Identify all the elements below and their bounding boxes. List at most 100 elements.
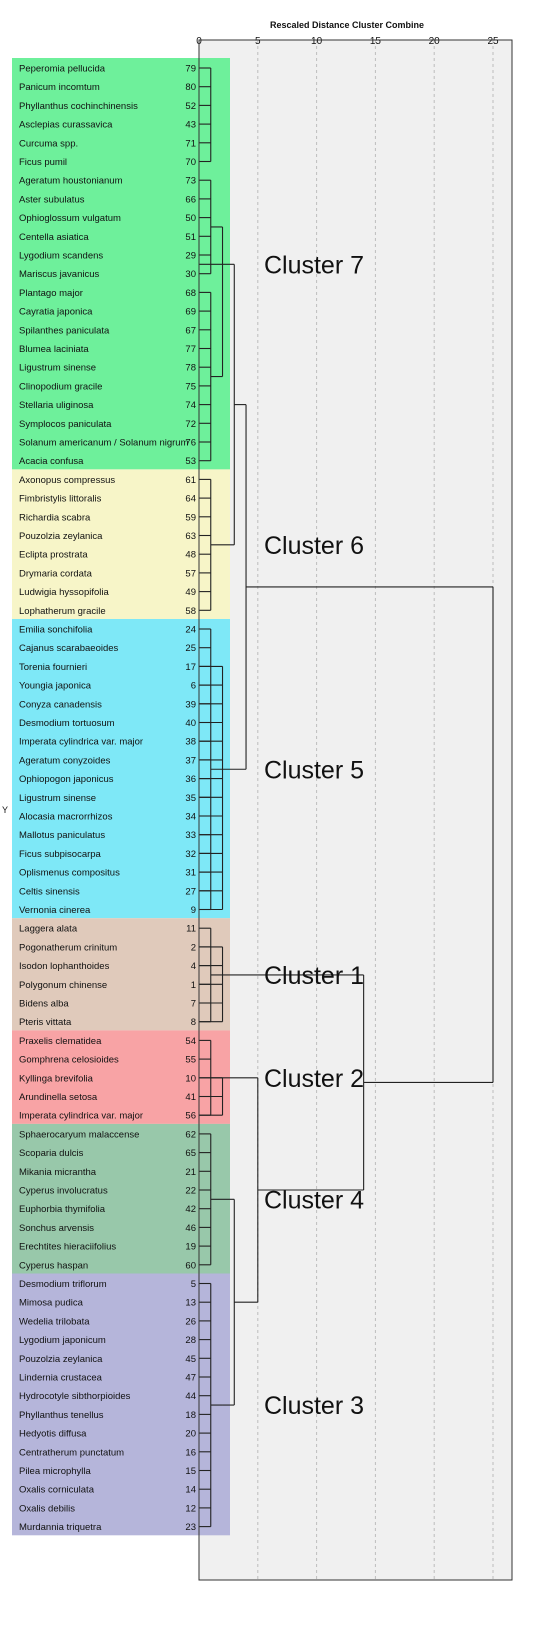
case-number: 2	[191, 942, 196, 953]
case-number: 63	[185, 531, 196, 542]
leaf-label: Phyllanthus tenellus	[19, 1410, 104, 1421]
leaf-label: Isodon lophanthoides	[19, 961, 110, 972]
leaf-label: Lygodium japonicum	[19, 1335, 106, 1346]
case-number: 32	[185, 849, 196, 860]
case-number: 61	[185, 475, 196, 486]
cluster-label: Cluster 6	[264, 532, 364, 560]
x-tick-label: 15	[370, 36, 382, 47]
leaf-label: Plantago major	[19, 288, 83, 299]
leaf-label: Lygodium scandens	[19, 251, 103, 262]
case-number: 36	[185, 774, 196, 785]
case-number: 69	[185, 307, 196, 318]
case-number: 51	[185, 232, 196, 243]
cluster-band	[12, 619, 230, 919]
leaf-label: Richardia scabra	[19, 512, 91, 523]
case-number: 42	[185, 1204, 196, 1215]
leaf-label: Erechtites hieraciifolius	[19, 1242, 116, 1253]
case-number: 49	[185, 587, 196, 598]
leaf-label: Vernonia cinerea	[19, 905, 91, 916]
x-tick-label: 5	[255, 36, 261, 47]
leaf-label: Emilia sonchifolia	[19, 625, 93, 636]
leaf-label: Mimosa pudica	[19, 1298, 84, 1309]
case-number: 72	[185, 419, 196, 430]
leaf-label: Arundinella setosa	[19, 1092, 98, 1103]
case-number: 12	[185, 1503, 196, 1514]
leaf-label: Torenia fournieri	[19, 662, 87, 673]
case-number: 5	[191, 1279, 196, 1290]
leaf-label: Spilanthes paniculata	[19, 325, 110, 336]
case-number: 54	[185, 1036, 196, 1047]
leaf-label: Centella asiatica	[19, 232, 89, 243]
leaf-label: Polygonum chinense	[19, 980, 107, 991]
leaf-label: Panicum incomtum	[19, 82, 100, 93]
leaf-label: Solanum americanum / Solanum nigrum	[19, 438, 189, 449]
leaf-label: Centratherum punctatum	[19, 1447, 124, 1458]
leaf-label: Desmodium triflorum	[19, 1279, 107, 1290]
leaf-label: Mikania micrantha	[19, 1167, 97, 1178]
case-number: 50	[185, 213, 196, 224]
leaf-label: Conyza canadensis	[19, 699, 102, 710]
leaf-label: Drymaria cordata	[19, 568, 93, 579]
leaf-label: Ageratum conyzoides	[19, 755, 111, 766]
case-number: 47	[185, 1373, 196, 1384]
case-number: 40	[185, 718, 196, 729]
case-number: 67	[185, 325, 196, 336]
leaf-label: Axonopus compressus	[19, 475, 115, 486]
cluster-band	[12, 58, 230, 470]
leaf-label: Lophatherum gracile	[19, 606, 106, 617]
case-number: 13	[185, 1298, 196, 1309]
case-number: 34	[185, 812, 196, 823]
case-number: 23	[185, 1522, 196, 1533]
leaf-label: Praxelis clematidea	[19, 1036, 102, 1047]
cluster-label: Cluster 4	[264, 1186, 364, 1214]
leaf-label: Oxalis corniculata	[19, 1485, 95, 1496]
leaf-label: Imperata cylindrica var. major	[19, 737, 143, 748]
case-number: 37	[185, 755, 196, 766]
leaf-label: Pouzolzia zeylanica	[19, 531, 103, 542]
case-number: 76	[185, 438, 196, 449]
leaf-label: Ficus pumil	[19, 157, 67, 168]
leaf-label: Alocasia macrorrhizos	[19, 812, 113, 823]
case-number: 31	[185, 868, 196, 879]
case-number: 60	[185, 1260, 196, 1271]
case-number: 62	[185, 1129, 196, 1140]
cluster-bands	[12, 58, 230, 1536]
case-number: 26	[185, 1316, 196, 1327]
leaf-label: Ophiopogon japonicus	[19, 774, 114, 785]
cluster-band	[12, 469, 230, 619]
case-number: 71	[185, 138, 196, 149]
leaf-label: Blumea laciniata	[19, 344, 89, 355]
x-tick-label: 25	[487, 36, 499, 47]
cluster-label: Cluster 7	[264, 251, 364, 279]
leaf-label: Cajanus scarabaeoides	[19, 643, 119, 654]
case-number: 56	[185, 1111, 196, 1122]
case-number: 24	[185, 625, 196, 636]
leaf-label: Hydrocotyle sibthorpioides	[19, 1391, 131, 1402]
case-number: 41	[185, 1092, 196, 1103]
case-number: 16	[185, 1447, 196, 1458]
case-number: 9	[191, 905, 196, 916]
case-number: 45	[185, 1354, 196, 1365]
chart-title: Rescaled Distance Cluster Combine	[270, 20, 424, 30]
leaf-label: Oplismenus compositus	[19, 868, 120, 879]
case-number: 20	[185, 1429, 196, 1440]
case-number: 10	[185, 1073, 196, 1084]
case-number: 7	[191, 999, 196, 1010]
case-number: 29	[185, 251, 196, 262]
case-number: 64	[185, 494, 196, 505]
leaf-label: Sonchus arvensis	[19, 1223, 94, 1234]
leaf-label: Fimbristylis littoralis	[19, 494, 102, 505]
case-number: 77	[185, 344, 196, 355]
leaf-label: Aster subulatus	[19, 194, 85, 205]
cluster-label: Cluster 1	[264, 962, 364, 990]
case-number: 15	[185, 1466, 196, 1477]
case-number: 79	[185, 64, 196, 75]
plot-frame	[198, 39, 513, 1581]
leaf-label: Symplocos paniculata	[19, 419, 112, 430]
leaf-label: Eclipta prostrata	[19, 550, 88, 561]
leaf-label: Celtis sinensis	[19, 886, 80, 897]
leaf-label: Pouzolzia zeylanica	[19, 1354, 103, 1365]
